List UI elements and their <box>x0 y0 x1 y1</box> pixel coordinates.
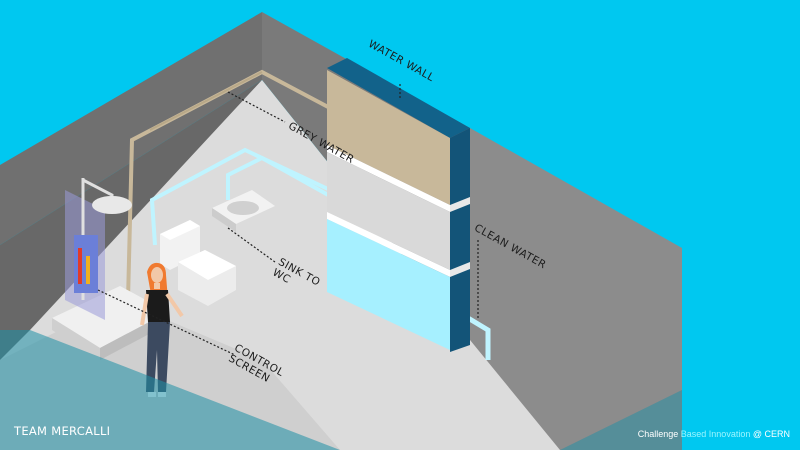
water-wall-top <box>327 58 470 138</box>
clean-water-pipe-sink <box>226 155 331 200</box>
credit-part2: Based Innovation <box>680 429 751 439</box>
grey-water-pipe-top <box>149 71 263 131</box>
shower-tray <box>52 286 168 348</box>
neutral-tank <box>327 152 450 270</box>
credit-part1: Challenge <box>637 429 679 439</box>
shower-tray-front <box>52 318 100 360</box>
front-overlay <box>0 330 340 450</box>
grey-water-tank <box>327 70 450 205</box>
divider-side-1 <box>450 197 470 212</box>
control-screen-bar-red <box>78 248 82 284</box>
control-screen-bar-yellow <box>86 256 90 284</box>
clean-water-tank <box>327 219 450 350</box>
person-figure <box>140 262 184 397</box>
grey-water-leader <box>227 91 286 123</box>
shower-head-icon <box>92 196 132 214</box>
water-wall-side <box>450 128 470 352</box>
divider-side-2 <box>450 262 470 277</box>
back-left-wall <box>0 12 262 245</box>
divider-2 <box>327 212 450 277</box>
control-screen-leader <box>97 289 236 356</box>
right-wall <box>470 128 682 450</box>
toilet-seat <box>178 250 236 280</box>
sink-icon <box>227 201 259 215</box>
credit-line: Challenge Based Innovation @ CERN <box>638 429 790 439</box>
front-overlay-right <box>560 390 682 450</box>
team-name: TEAM MERCALLI <box>14 424 111 438</box>
toilet-tank-top <box>160 220 200 240</box>
divider-1 <box>327 145 450 212</box>
sink-to-wc-leader <box>227 227 276 263</box>
sink-counter-front <box>212 208 236 232</box>
credit-part3: @ CERN <box>752 429 790 439</box>
